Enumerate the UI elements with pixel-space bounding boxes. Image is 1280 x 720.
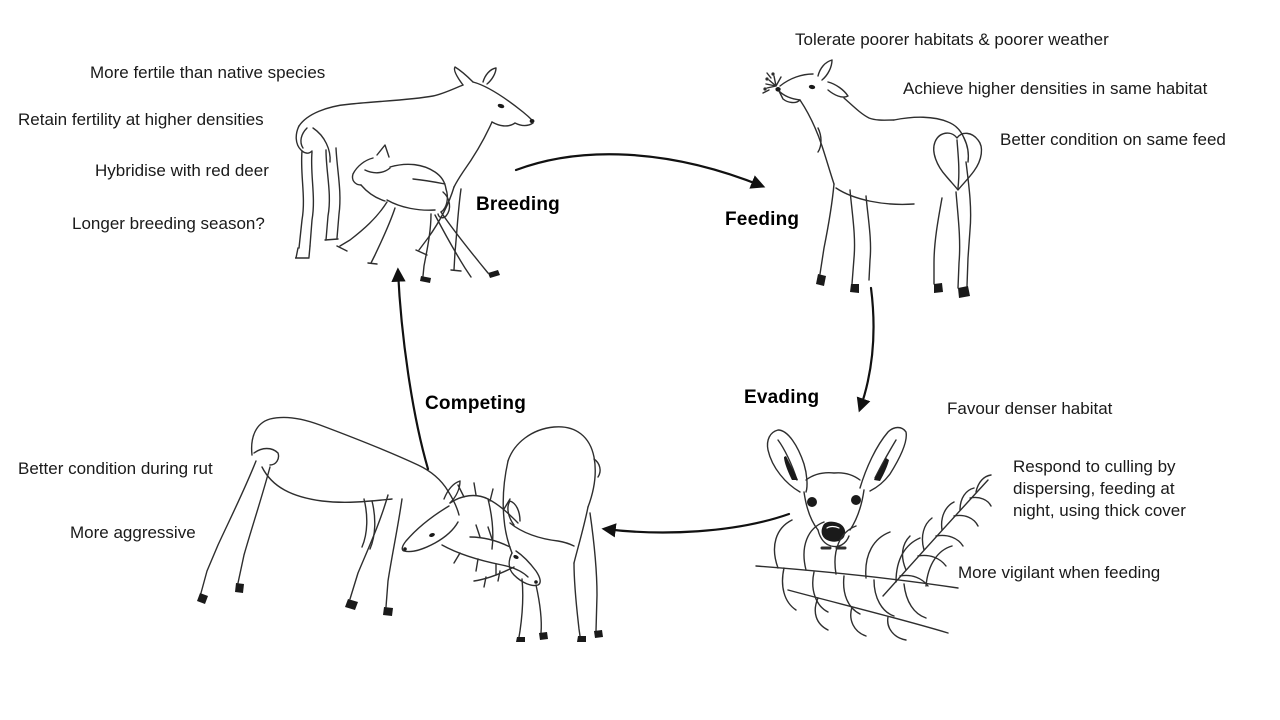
cycle-label-feeding: Feeding xyxy=(725,209,800,230)
breeding-note-hybridise: Hybridise with red deer xyxy=(95,161,269,180)
doe-with-fawn-illustration xyxy=(295,62,550,290)
breeding-note-season: Longer breeding season? xyxy=(72,214,265,233)
feeding-note-densities: Achieve higher densities in same habitat xyxy=(903,79,1208,98)
feeding-note-tolerate: Tolerate poorer habitats & poorer weathe… xyxy=(795,30,1109,49)
fighting-stags-illustration xyxy=(192,403,607,643)
cycle-label-evading: Evading xyxy=(744,387,820,408)
evading-note-vigilant: More vigilant when feeding xyxy=(958,563,1161,582)
competing-note-condition: Better condition during rut xyxy=(18,459,213,478)
evading-note-culling: Respond to culling by dispersing, feedin… xyxy=(1013,457,1186,521)
cycle-label-breeding: Breeding xyxy=(476,194,560,215)
cycle-label-competing: Competing xyxy=(425,393,527,414)
arrow-feeding-to-evading xyxy=(856,288,874,413)
competing-note-aggressive: More aggressive xyxy=(70,523,196,542)
feeding-deer-illustration xyxy=(762,58,1007,303)
evading-deer-illustration xyxy=(748,418,993,643)
breeding-note-densities: Retain fertility at higher densities xyxy=(18,110,264,129)
breeding-note-fertility: More fertile than native species xyxy=(90,63,326,82)
feeding-note-condition: Better condition on same feed xyxy=(1000,130,1226,149)
arrow-breeding-to-feeding xyxy=(516,154,766,189)
evading-note-habitat: Favour denser habitat xyxy=(947,399,1113,418)
